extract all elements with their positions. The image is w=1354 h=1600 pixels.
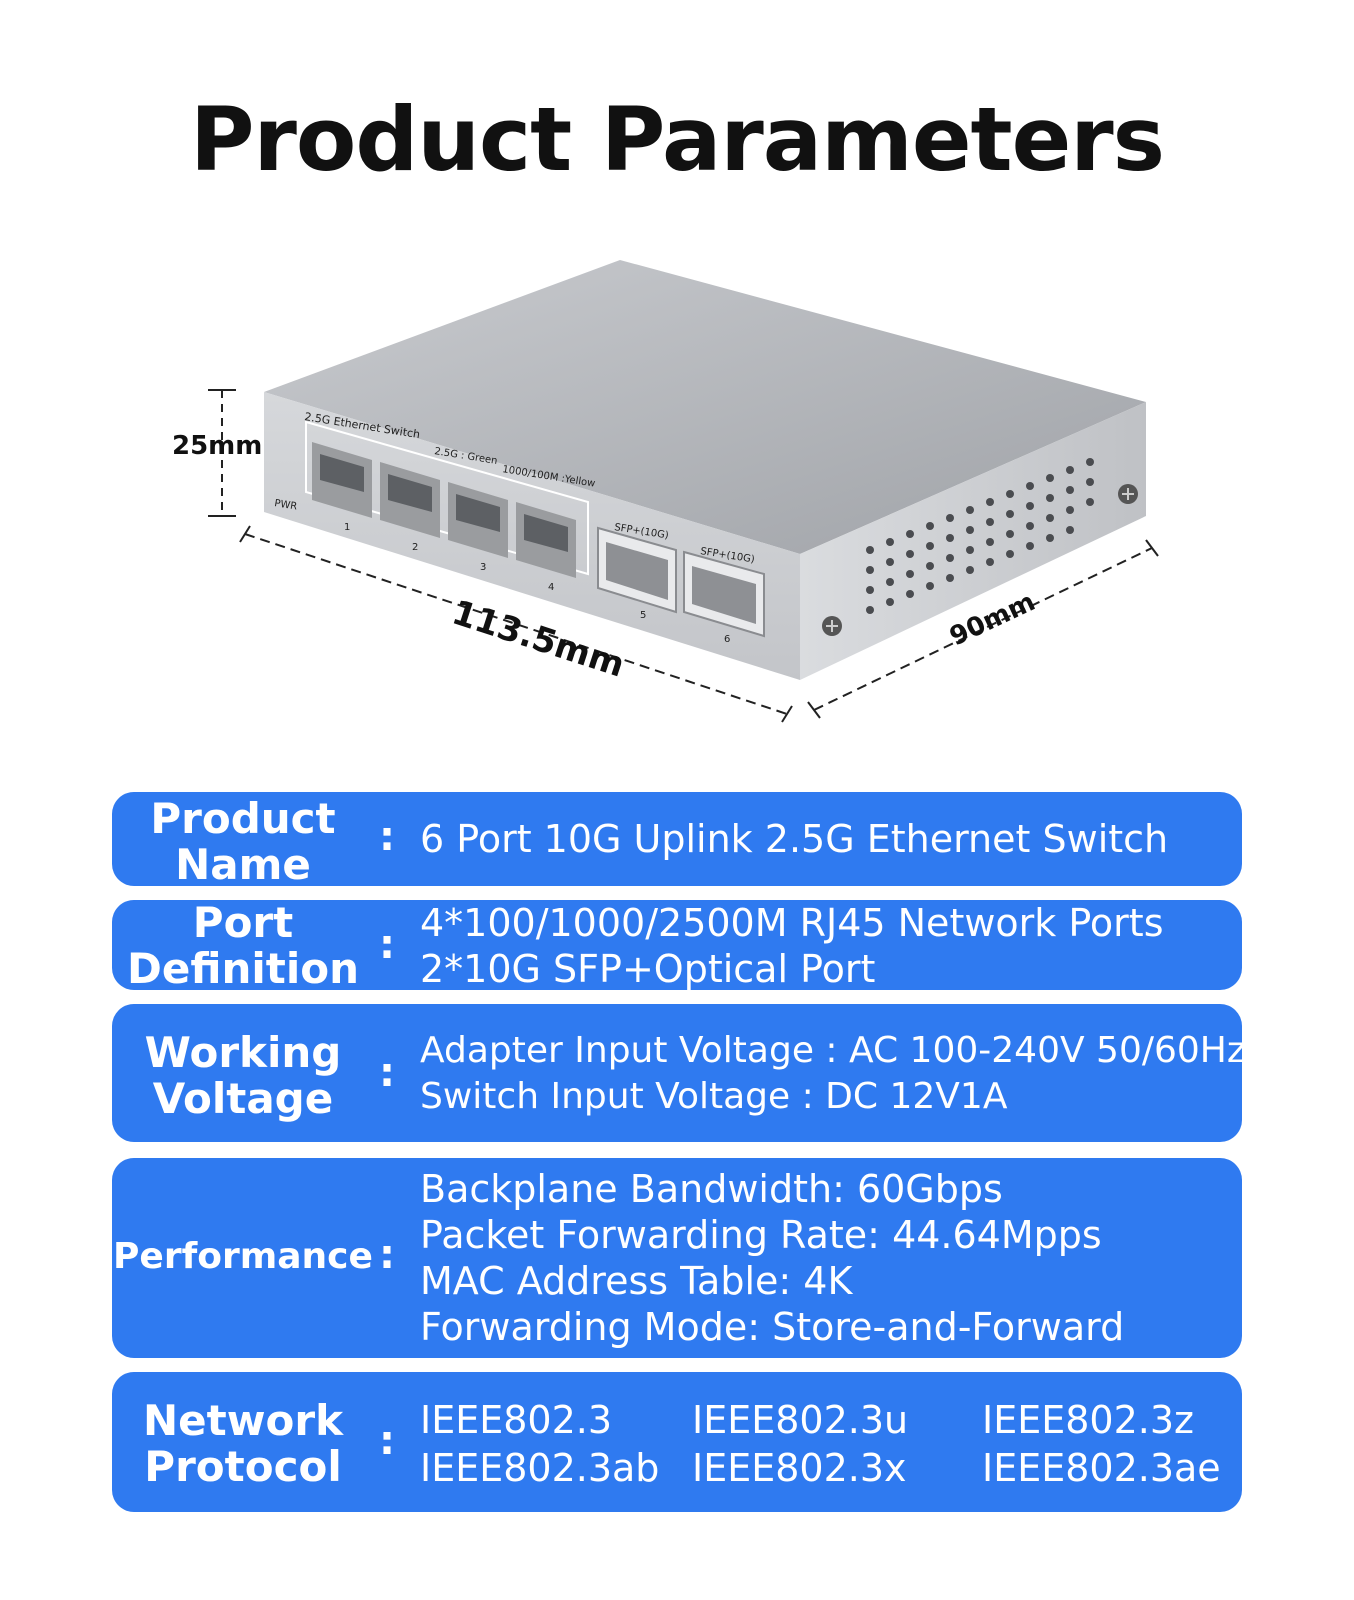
length-dimension — [239, 525, 793, 723]
spec-colon: : — [379, 1232, 395, 1278]
protocol-item: IEEE802.3z — [982, 1398, 1194, 1442]
spec-colon: : — [379, 1418, 395, 1464]
height-label: 25mm — [172, 431, 262, 461]
protocol-item: IEEE802.3 — [420, 1398, 613, 1442]
protocol-item: IEEE802.3ae — [982, 1446, 1221, 1490]
spec-label: Port Definition — [126, 898, 359, 993]
width-dimension — [807, 539, 1159, 719]
switch-top-face — [264, 260, 1146, 554]
spec-values: Adapter Input Voltage : AC 100-240V 50/6… — [420, 1030, 1246, 1117]
protocol-grid: IEEE802.3 IEEE802.3u IEEE802.3z IEEE802.… — [420, 1396, 1236, 1492]
spec-colon: : — [379, 922, 395, 968]
protocol-item: IEEE802.3x — [692, 1446, 907, 1490]
switch-illustration: 2.5G Ethernet Switch 2.5G : Green 1000/1… — [172, 260, 1159, 723]
spec-label: Performance — [113, 1236, 373, 1277]
protocol-item: IEEE802.3ab — [420, 1446, 660, 1490]
spec-row-performance: Performance : Backplane Bandwidth: 60Gbp… — [112, 1158, 1242, 1358]
spec-colon: : — [379, 1050, 395, 1096]
spec-label: Working Voltage — [144, 1028, 342, 1123]
rj45-port-4 — [516, 502, 576, 578]
spec-row-working-voltage: Working Voltage : Adapter Input Voltage … — [112, 1004, 1246, 1142]
protocol-item: IEEE802.3u — [692, 1398, 909, 1442]
sfp-port-5 — [597, 526, 677, 614]
rj45-port-3 — [448, 482, 508, 558]
spec-colon: : — [379, 814, 395, 860]
screw-icon — [1118, 484, 1138, 504]
rj45-port-1 — [312, 442, 372, 518]
rj45-port-2 — [380, 462, 440, 538]
spec-row-network-protocol: Network Protocol : IEEE802.3 IEEE802.3u … — [112, 1372, 1242, 1512]
port-number: 4 — [548, 582, 554, 593]
port-number: 6 — [724, 634, 730, 645]
screw-icon — [822, 616, 842, 636]
height-dimension — [208, 389, 236, 517]
vent-holes — [866, 458, 1094, 614]
pwr-label: PWR — [274, 498, 298, 512]
spec-row-product-name: Product Name : 6 Port 10G Uplink 2.5G Et… — [112, 792, 1242, 889]
spec-row-port-definition: Port Definition : 4*100/1000/2500M RJ45 … — [112, 898, 1242, 993]
page-title: Product Parameters — [189, 88, 1165, 191]
sfp-port-6 — [683, 550, 765, 638]
port-number: 2 — [412, 542, 418, 553]
spec-label: Network Protocol — [142, 1396, 343, 1491]
spec-values: Backplane Bandwidth: 60Gbps Packet Forwa… — [420, 1167, 1125, 1349]
switch-side-face — [800, 402, 1146, 680]
port-number: 3 — [480, 562, 486, 573]
port-number: 5 — [640, 610, 646, 621]
spec-label: Product Name — [150, 794, 336, 889]
port-number: 1 — [344, 522, 350, 533]
spec-values: 4*100/1000/2500M RJ45 Network Ports 2*10… — [420, 901, 1164, 991]
spec-values: 6 Port 10G Uplink 2.5G Ethernet Switch — [420, 817, 1169, 861]
